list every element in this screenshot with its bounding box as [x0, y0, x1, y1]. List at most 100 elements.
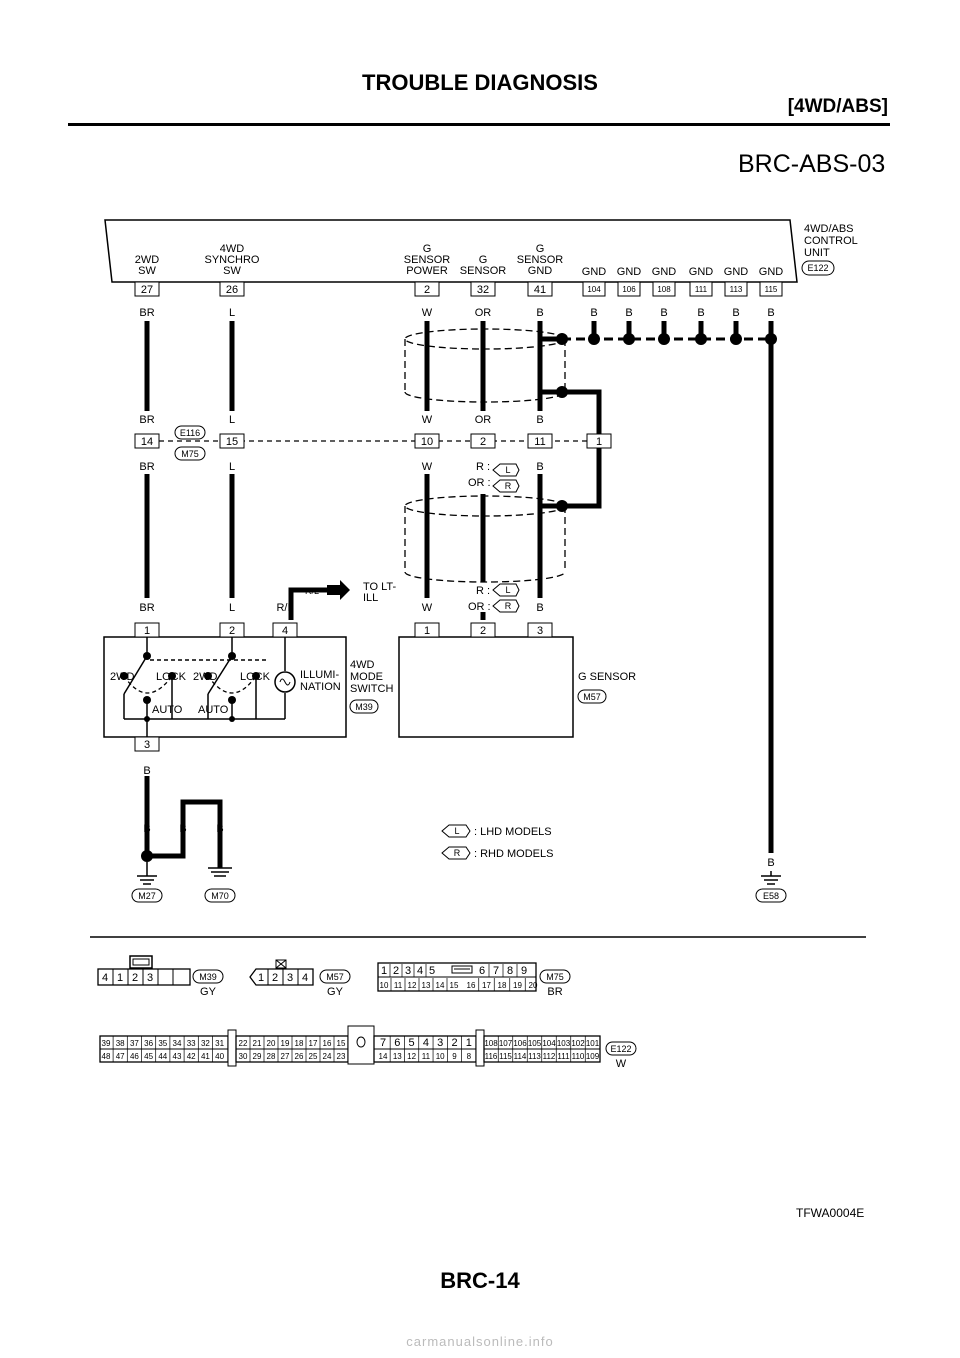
pin-108: 108 — [657, 285, 671, 294]
ground-symbols — [137, 862, 781, 885]
sw-c2: LOCK — [156, 671, 187, 683]
jp-10: 10 — [421, 436, 433, 448]
joint-lower-badge — [174, 446, 206, 461]
gnd-m27: M27 — [138, 891, 156, 901]
sw-pin-3: 3 — [144, 739, 150, 751]
jp-15: 15 — [226, 436, 238, 448]
joint-r-badge: R — [505, 481, 512, 491]
lt-ill-wire: R/L — [305, 586, 319, 596]
pin-106: 106 — [622, 285, 636, 294]
e122-pin: 108 — [484, 1039, 498, 1048]
control-unit-box — [104, 219, 798, 283]
m75-name: M75 — [546, 972, 564, 982]
jb-or: OR : — [468, 477, 491, 489]
e122-pin: 4 — [423, 1037, 429, 1049]
t108-name: GND — [652, 266, 677, 278]
arrow-right-icon — [327, 580, 350, 600]
gnd-m70-badge — [204, 888, 236, 903]
t104-name: GND — [582, 266, 607, 278]
joint-l-badge: L — [505, 465, 510, 475]
m75-pin: 17 — [482, 981, 491, 990]
e122-pin: 13 — [393, 1052, 402, 1061]
terminal-labels: 2WD SW 4WD SYNCHRO SW G SENSOR POWER G S… — [135, 243, 784, 278]
e122-pin: 114 — [514, 1052, 527, 1061]
cu-label-3: UNIT — [804, 247, 830, 259]
header-rule — [68, 123, 890, 126]
e122-pin: 111 — [557, 1052, 570, 1061]
joint-upper-name: E116 — [180, 428, 200, 438]
e122-pin: 2 — [451, 1037, 457, 1049]
gs-r-badge: R — [505, 601, 512, 611]
m75-pin: 3 — [405, 965, 411, 977]
wire-115: B — [767, 307, 774, 319]
gs-or-prefix: OR : — [468, 601, 491, 613]
e122-pin: 23 — [337, 1052, 346, 1061]
e122-pin: 106 — [513, 1039, 527, 1048]
sw-pin-2: 2 — [229, 625, 235, 637]
legend-badges — [441, 824, 471, 860]
e122-pin: 16 — [323, 1039, 332, 1048]
t2-name-1: G — [423, 243, 432, 255]
legend-l-badge: L — [454, 826, 459, 836]
m39-name: M39 — [199, 972, 217, 982]
ja-1: BR — [139, 414, 154, 426]
sw-label-1: 4WD — [350, 659, 375, 671]
wire-113: B — [732, 307, 739, 319]
m57-name: M57 — [326, 972, 344, 982]
e122-pin: 44 — [158, 1052, 167, 1061]
e122-pin: 22 — [239, 1039, 248, 1048]
e122-pin: 32 — [201, 1039, 210, 1048]
gs-label: G SENSOR — [578, 671, 636, 683]
e122-pin: 103 — [557, 1039, 571, 1048]
e122-pin: 37 — [130, 1039, 139, 1048]
t32-name-1: G — [479, 254, 488, 266]
m75-badge — [539, 969, 571, 984]
control-unit-label: 4WD/ABS CONTROL UNIT — [804, 223, 858, 259]
m57-p1: 1 — [258, 972, 264, 984]
pin-27: 27 — [141, 284, 153, 296]
e122-pin: 30 — [239, 1052, 248, 1061]
m75-pin: 15 — [450, 981, 459, 990]
gs-l-badge: L — [505, 585, 510, 595]
m39-p2: 1 — [117, 972, 123, 984]
mode-switch-circuit — [123, 637, 286, 737]
e122-pin: 29 — [253, 1052, 262, 1061]
sw-label-2: MODE — [350, 671, 383, 683]
e122-pin: 21 — [253, 1039, 262, 1048]
m75-pin: 1 — [381, 965, 387, 977]
e122-pin: 1 — [466, 1037, 472, 1049]
t27-name-1: 2WD — [135, 254, 160, 266]
legend-r-text: : RHD MODELS — [474, 848, 553, 860]
gnd-wire-2: B — [143, 823, 150, 835]
t2-name-2: SENSOR — [404, 254, 451, 266]
m75-pin: 12 — [408, 981, 417, 990]
m39-p1: 4 — [102, 972, 108, 984]
e122-pin: 107 — [499, 1039, 513, 1048]
t32-name-2: SENSOR — [460, 265, 507, 277]
e122-pin: 45 — [144, 1052, 153, 1061]
pin-2: 2 — [424, 284, 430, 296]
sw-illum-1: ILLUMI- — [300, 669, 339, 681]
e122-pin: 3 — [437, 1037, 443, 1049]
joint-pins — [134, 433, 612, 449]
m57-color: GY — [327, 986, 344, 998]
e122-pin: 17 — [309, 1039, 318, 1048]
m75-pin: 13 — [422, 981, 431, 990]
e122-pin: 10 — [436, 1052, 445, 1061]
gs-pin-3: 3 — [537, 625, 543, 637]
m39-p3: 2 — [132, 972, 138, 984]
m75-pin: 2 — [393, 965, 399, 977]
jp-11: 11 — [534, 436, 545, 448]
e122-pin: 5 — [409, 1037, 415, 1049]
t41-name-2: SENSOR — [517, 254, 564, 266]
wire-104: B — [590, 307, 597, 319]
e122-pin: 115 — [499, 1052, 512, 1061]
pin-115: 115 — [765, 285, 778, 294]
joint-wire-colors-below: BR L W R : B OR : — [139, 461, 543, 489]
sw-auto-1: AUTO — [152, 704, 183, 716]
gnd-wire-1: B — [143, 765, 150, 777]
sw-pin-1: 1 — [144, 625, 150, 637]
gnd-wire-e58: B — [767, 857, 774, 869]
